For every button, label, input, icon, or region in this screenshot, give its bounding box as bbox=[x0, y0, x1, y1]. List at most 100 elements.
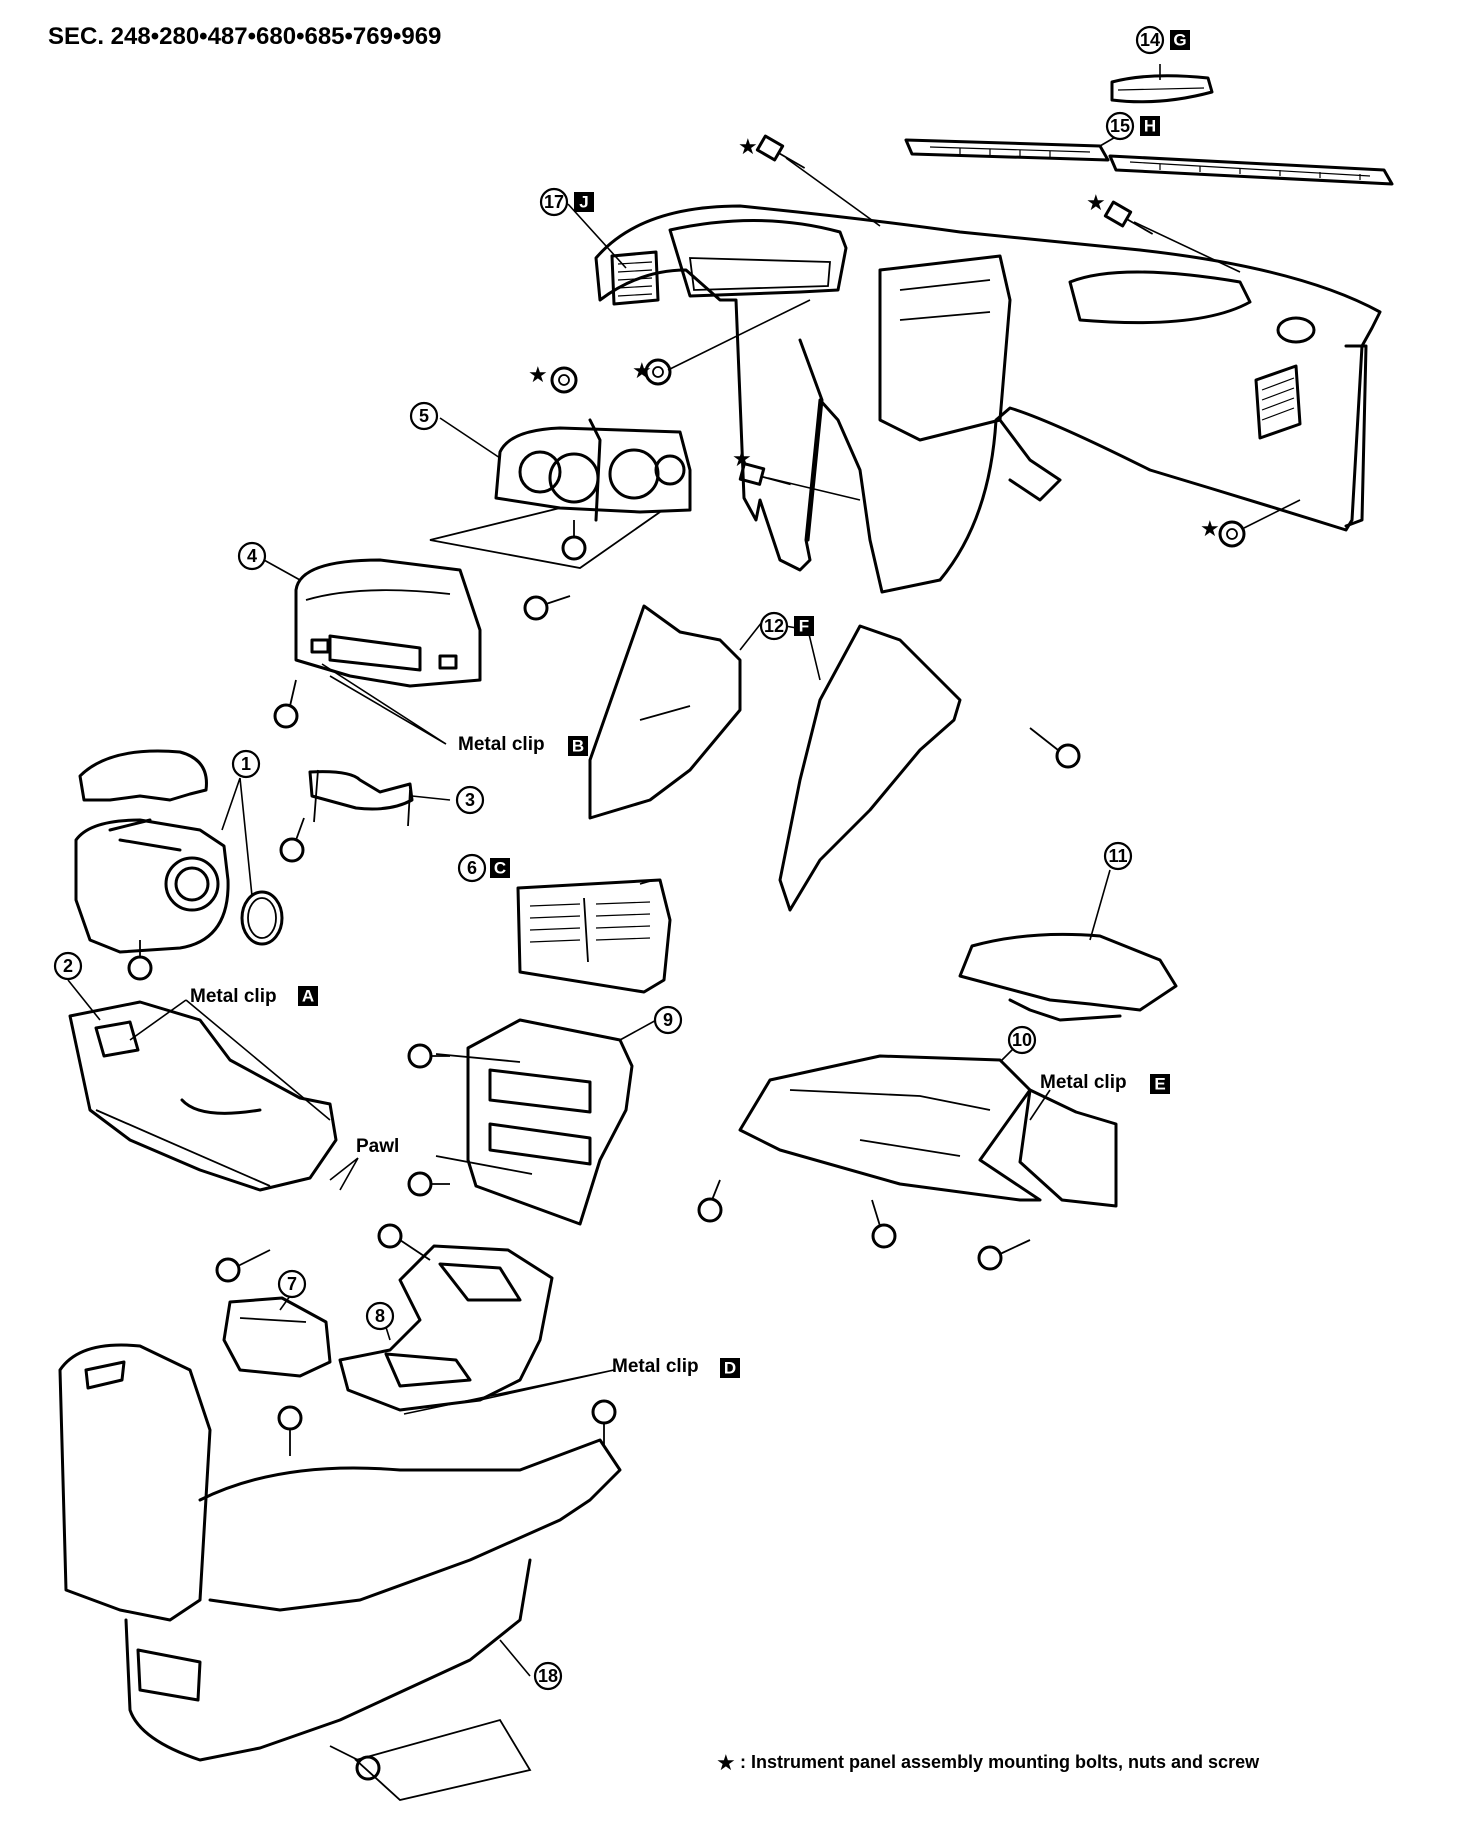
svg-text:8: 8 bbox=[375, 1306, 385, 1326]
svg-text:B: B bbox=[572, 737, 584, 756]
callout-10: 10 bbox=[1007, 1025, 1037, 1055]
callout-18: 18 bbox=[533, 1661, 563, 1691]
part-3-bracket bbox=[308, 769, 414, 827]
callout-12: 12 F bbox=[759, 611, 814, 641]
svg-text:10: 10 bbox=[1012, 1030, 1032, 1050]
svg-text:9: 9 bbox=[663, 1010, 673, 1030]
screw bbox=[561, 520, 587, 561]
svg-text:★: ★ bbox=[1200, 517, 1220, 542]
svg-text:E: E bbox=[1154, 1075, 1165, 1094]
callout-15: 15 H bbox=[1105, 111, 1160, 141]
svg-text:3: 3 bbox=[465, 790, 475, 810]
part-6-center-vent bbox=[516, 878, 672, 994]
screw bbox=[329, 1745, 381, 1781]
callout-5: 5 bbox=[409, 401, 439, 431]
legend: ★ : Instrument panel assembly mounting b… bbox=[716, 1751, 1260, 1776]
callout-9: 9 bbox=[653, 1005, 683, 1035]
svg-text:★: ★ bbox=[716, 1751, 736, 1776]
screw bbox=[277, 1405, 303, 1456]
part-17-instrument-panel bbox=[594, 204, 1382, 594]
bolt bbox=[1103, 200, 1154, 235]
svg-text:Pawl: Pawl bbox=[356, 1136, 399, 1157]
svg-text:H: H bbox=[1144, 117, 1156, 136]
svg-text:: Instrument panel assembly mo: : Instrument panel assembly mounting bol… bbox=[740, 1752, 1260, 1772]
bolt bbox=[755, 134, 806, 169]
svg-text:★: ★ bbox=[738, 135, 758, 160]
svg-text:Metal clip: Metal clip bbox=[190, 986, 277, 1007]
mounting-fastener-stars: ★ ★ ★ ★ ★ ★ bbox=[528, 135, 1220, 542]
part-8-shift-finisher bbox=[338, 1244, 554, 1412]
part-7-ashtray bbox=[222, 1296, 332, 1378]
callout-17: 17 J bbox=[539, 187, 594, 217]
svg-text:G: G bbox=[1173, 31, 1186, 50]
callout-6: 6 C bbox=[457, 853, 510, 883]
svg-text:★: ★ bbox=[632, 359, 652, 384]
screw bbox=[279, 817, 305, 863]
section-title: SEC. 248•280•487•680•685•769•969 bbox=[48, 23, 441, 50]
screw bbox=[697, 1179, 723, 1223]
callout-11: 11 bbox=[1103, 841, 1133, 871]
leader-lines bbox=[67, 64, 1301, 1677]
label-metal-clip-e: Metal clip E bbox=[1040, 1072, 1170, 1094]
callout-8: 8 bbox=[365, 1301, 395, 1331]
screw bbox=[215, 1249, 271, 1283]
screw bbox=[407, 1043, 450, 1069]
svg-text:4: 4 bbox=[247, 546, 257, 566]
part-9-audio-bezel bbox=[435, 1018, 634, 1226]
part-15-defroster-strips bbox=[904, 138, 1394, 186]
part-14-defroster-grille bbox=[1110, 74, 1214, 104]
svg-text:11: 11 bbox=[1108, 846, 1127, 866]
svg-text:A: A bbox=[302, 987, 314, 1006]
nut bbox=[644, 358, 672, 386]
svg-text:D: D bbox=[724, 1359, 736, 1378]
label-pawl: Pawl bbox=[356, 1136, 399, 1157]
screw bbox=[377, 1223, 431, 1261]
part-1-steering-column-cover bbox=[74, 749, 284, 954]
svg-text:18: 18 bbox=[538, 1666, 558, 1686]
svg-text:Metal clip: Metal clip bbox=[612, 1356, 699, 1377]
part-18-center-console bbox=[58, 1343, 622, 1801]
svg-text:6: 6 bbox=[467, 858, 477, 878]
label-metal-clip-d: Metal clip D bbox=[612, 1356, 740, 1378]
svg-text:F: F bbox=[799, 617, 809, 636]
callout-4: 4 bbox=[237, 541, 267, 571]
svg-text:J: J bbox=[579, 193, 588, 212]
screw bbox=[273, 679, 299, 729]
svg-text:Metal clip: Metal clip bbox=[458, 734, 545, 755]
svg-text:★: ★ bbox=[732, 447, 752, 472]
svg-text:★: ★ bbox=[528, 363, 548, 388]
callout-2: 2 bbox=[53, 951, 83, 981]
svg-text:2: 2 bbox=[63, 956, 73, 976]
svg-text:7: 7 bbox=[287, 1274, 297, 1294]
svg-text:5: 5 bbox=[419, 406, 429, 426]
nut bbox=[1218, 520, 1246, 548]
screw bbox=[1029, 727, 1081, 769]
screw bbox=[407, 1171, 450, 1197]
nut bbox=[550, 366, 578, 394]
svg-text:15: 15 bbox=[1110, 116, 1130, 136]
svg-text:14: 14 bbox=[1140, 30, 1160, 50]
callout-14: 14 G bbox=[1135, 25, 1190, 55]
svg-text:12: 12 bbox=[764, 616, 784, 636]
screw bbox=[977, 1239, 1031, 1271]
svg-text:1: 1 bbox=[241, 754, 251, 774]
callout-7: 7 bbox=[277, 1269, 307, 1299]
svg-text:★: ★ bbox=[1086, 191, 1106, 216]
svg-text:17: 17 bbox=[544, 192, 564, 212]
screw bbox=[523, 595, 571, 621]
callout-1: 1 bbox=[231, 749, 261, 779]
screw bbox=[127, 940, 153, 981]
svg-text:C: C bbox=[494, 859, 506, 878]
svg-text:Metal clip: Metal clip bbox=[1040, 1072, 1127, 1093]
part-10-lower-cover bbox=[738, 1054, 1118, 1208]
part-2-lower-cover bbox=[68, 1000, 338, 1192]
part-4-cluster-lid bbox=[294, 558, 482, 688]
callout-3: 3 bbox=[455, 785, 485, 815]
part-12-side-covers bbox=[588, 604, 962, 912]
label-metal-clip-a: Metal clip A bbox=[190, 986, 318, 1007]
screw bbox=[591, 1399, 617, 1446]
fasteners bbox=[127, 134, 1246, 1781]
label-metal-clip-b: Metal clip B bbox=[458, 734, 588, 756]
part-11-glove-box-lid bbox=[958, 932, 1178, 1022]
